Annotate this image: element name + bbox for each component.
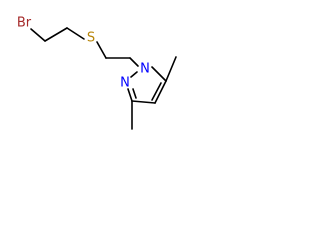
bond-br-c1 bbox=[30, 28, 46, 42]
bond-c4-n1 bbox=[129, 57, 139, 67]
bond-c4ring-c3 bbox=[131, 100, 156, 104]
atom-bromine: Br bbox=[17, 16, 32, 31]
bond-n2-n1 bbox=[130, 71, 138, 78]
atom-nitrogen-1: N bbox=[140, 62, 150, 77]
bond-c5-c4ring-double bbox=[151, 82, 162, 101]
bond-s-c3 bbox=[96, 41, 107, 59]
atom-sulfur: S bbox=[87, 31, 95, 46]
bond-c3-n2 bbox=[127, 88, 133, 102]
atom-nitrogen-2: N bbox=[120, 76, 130, 91]
bond-c1-c2 bbox=[44, 27, 68, 42]
bond-n1-c5 bbox=[151, 66, 167, 82]
chemical-structure-diagram: Br S N N bbox=[17, 16, 177, 130]
bond-c5-methyl bbox=[165, 56, 177, 82]
bond-c2-s bbox=[66, 27, 85, 40]
bonds bbox=[30, 27, 177, 130]
atom-labels: Br S N N bbox=[17, 16, 150, 91]
bond-c5-c4ring bbox=[154, 80, 167, 104]
bond-c3-n2-double bbox=[132, 88, 137, 99]
